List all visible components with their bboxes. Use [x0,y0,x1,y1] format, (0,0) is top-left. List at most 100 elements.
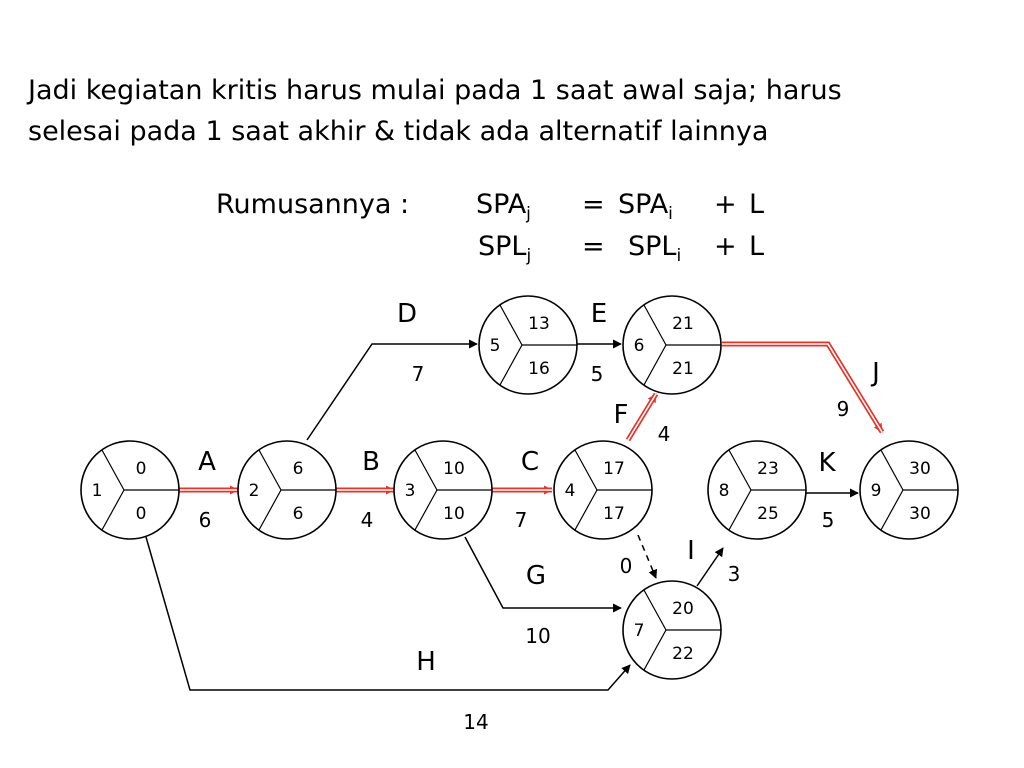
node-number: 2 [249,481,260,501]
intro-text: Jadi kegiatan kritis harus mulai pada 1 … [28,70,1008,152]
event-node: 100 [80,440,180,540]
activity-label: K [818,448,836,478]
activity-duration: 9 [837,397,850,421]
node-spa: 23 [757,459,779,479]
node-number: 6 [634,336,645,356]
activity-label: D [397,299,417,329]
node-divider [574,489,598,531]
activity-duration: 5 [822,508,835,532]
node-spa: 10 [443,459,465,479]
formula-row1-lhs-sub: j [526,204,531,224]
activity-g: G10 [464,536,622,648]
formula-row2-lhs: SPLj [478,233,531,265]
event-node: 6 21 21 [622,295,722,395]
formula-row2-rhs-text: SPL [628,231,677,262]
activity-duration: 7 [412,362,425,386]
node-number: 3 [405,481,416,501]
activity-j: J9 [722,341,885,434]
node-spa: 21 [672,314,694,334]
critical-arrow-j [722,341,885,434]
activity-a: A6 [179,447,239,532]
node-divider [728,449,752,491]
activity-i: I3 [687,536,741,587]
arrow-g [464,536,622,613]
node-divider [414,489,438,531]
node-spl: 22 [672,644,694,664]
event-nodes: 1002663101041717513166212172022823259303… [80,295,959,680]
activity-label: C [521,447,539,477]
formula-row2-plus: + [714,231,737,262]
formula-row2-lhs-text: SPL [478,231,527,262]
activity-duration: 3 [728,562,741,586]
activity-duration: 6 [199,508,212,532]
activity-label: E [591,299,607,329]
node-spa: 13 [528,314,550,334]
node-divider [643,589,667,631]
activity-label: B [362,447,380,477]
node-divider [643,629,667,671]
node-divider [574,449,598,491]
activity-duration: 4 [658,422,671,446]
arrow-i [696,547,724,587]
node-spa: 20 [672,599,694,619]
dummy-activity: 0 [620,534,658,579]
node-spl: 21 [672,359,694,379]
node-spl: 30 [909,504,931,524]
node-number: 8 [719,481,730,501]
node-spl: 10 [443,504,465,524]
activity-label: J [870,358,880,388]
activity-label: H [416,647,436,677]
formula-row1-lhs: SPAj [476,191,531,223]
formula-row2-rhs-sub: i [676,246,682,266]
node-divider [258,449,282,491]
activity-e: E5 [567,299,622,386]
activity-duration: 10 [525,624,550,648]
node-number: 9 [871,481,882,501]
node-spl: 6 [293,504,304,524]
node-spl: 17 [603,504,625,524]
formula-label: Rumusannya : [216,189,410,220]
formula-row1-term: L [749,189,765,220]
arrow-h [145,536,631,691]
activity-duration: 7 [515,508,528,532]
node-spl: 25 [757,504,779,524]
formula-row1-plus: + [714,189,737,220]
formula-row2-lhs-sub: j [526,246,532,266]
event-node: 9 30 30 [859,440,959,540]
formula-row2-eq: = [582,231,605,262]
node-divider [643,304,667,346]
node-number: 4 [565,481,576,501]
formula-row1-rhs-text: SPA [618,189,669,220]
node-divider [880,449,904,491]
activity-duration: 14 [463,710,488,734]
activity-f: F4 [614,392,671,446]
node-spa: 30 [909,459,931,479]
event-node: 3 10 10 [393,440,493,540]
formula-row1-eq: = [582,189,605,220]
node-spa: 0 [136,459,147,479]
node-number: 7 [634,621,645,641]
node-divider [101,489,125,531]
formula-row1-rhs: SPAi [618,191,673,223]
node-divider [643,344,667,386]
activity-duration: 5 [591,362,604,386]
activity-duration: 4 [361,508,374,532]
event-node: 2 6 6 [237,440,337,540]
formula-row2-rhs: SPLi [628,233,681,265]
intro-line-2: selesai pada 1 saat akhir & tidak ada al… [28,116,769,147]
activity-label: A [198,447,216,477]
activity-h: H 14 [145,536,631,734]
intro-line-1: Jadi kegiatan kritis harus mulai pada 1 … [28,75,842,106]
node-spa: 6 [293,459,304,479]
dummy-arrow [637,534,658,579]
activity-b: B4 [336,447,395,532]
formula-row1-rhs-sub: i [668,204,673,224]
node-divider [880,489,904,531]
node-divider [728,489,752,531]
node-spl: 16 [528,359,550,379]
activity-c: C7 [490,447,553,532]
